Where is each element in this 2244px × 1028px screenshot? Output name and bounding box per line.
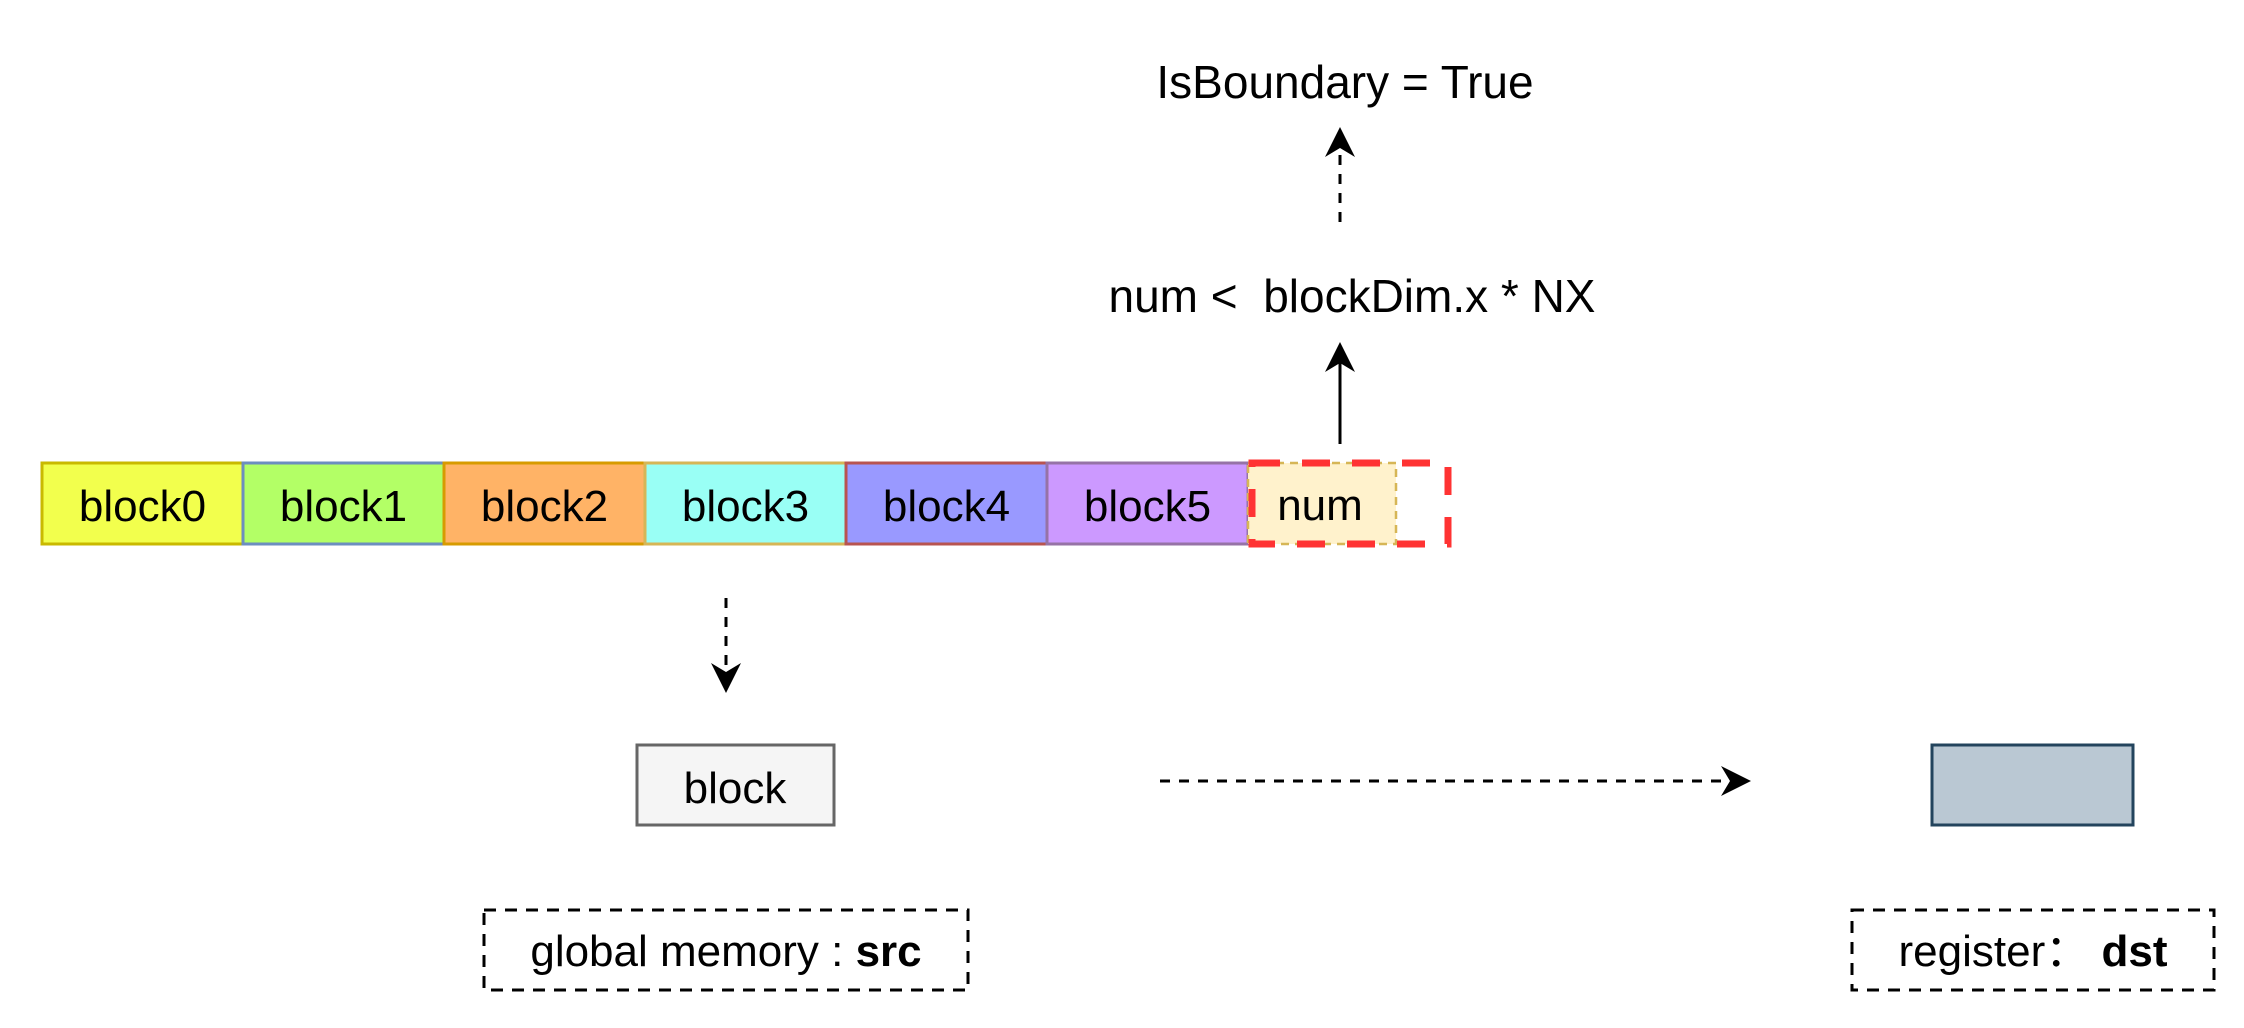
block-cell-2: block2 <box>442 461 647 546</box>
is-boundary-label: IsBoundary = True <box>1156 56 1533 108</box>
src-label-box: global memory : src <box>482 908 970 992</box>
num-cell-label: num <box>1277 481 1363 530</box>
condition-label: num < blockDim.x * NX <box>1109 270 1596 322</box>
src-label-bold: src <box>856 927 922 976</box>
block-cell-0: block0 <box>40 461 245 546</box>
dst-label-bold: dst <box>2101 927 2167 976</box>
svg-text:global memory : src: global memory : src <box>530 927 921 976</box>
boundary-highlight <box>1248 459 1452 548</box>
block-cell-label: block0 <box>79 482 206 531</box>
block-cell-5: block5 <box>1045 461 1250 546</box>
block-cell-label: block2 <box>481 482 608 531</box>
block-cell-label: block1 <box>280 482 407 531</box>
dst-label-prefix: register： <box>1899 927 2102 976</box>
num-cell: num <box>1246 461 1398 546</box>
global-memory-block: block <box>635 743 836 827</box>
register-box <box>1930 743 2135 827</box>
block-cell-label: block3 <box>682 482 809 531</box>
dst-label-box: register： dst <box>1850 908 2216 992</box>
block-cell-label: block5 <box>1084 482 1211 531</box>
svg-text:register： dst: register： dst <box>1899 927 2168 976</box>
block-cell-1: block1 <box>241 461 446 546</box>
global-memory-block-label: block <box>684 764 788 813</box>
block-cell-4: block4 <box>844 461 1049 546</box>
block-cell-label: block4 <box>883 482 1010 531</box>
src-label-prefix: global memory : <box>530 927 855 976</box>
block-row: block0 block1 block2 block3 block4 block5 <box>40 461 1250 546</box>
block-cell-3: block3 <box>643 461 848 546</box>
